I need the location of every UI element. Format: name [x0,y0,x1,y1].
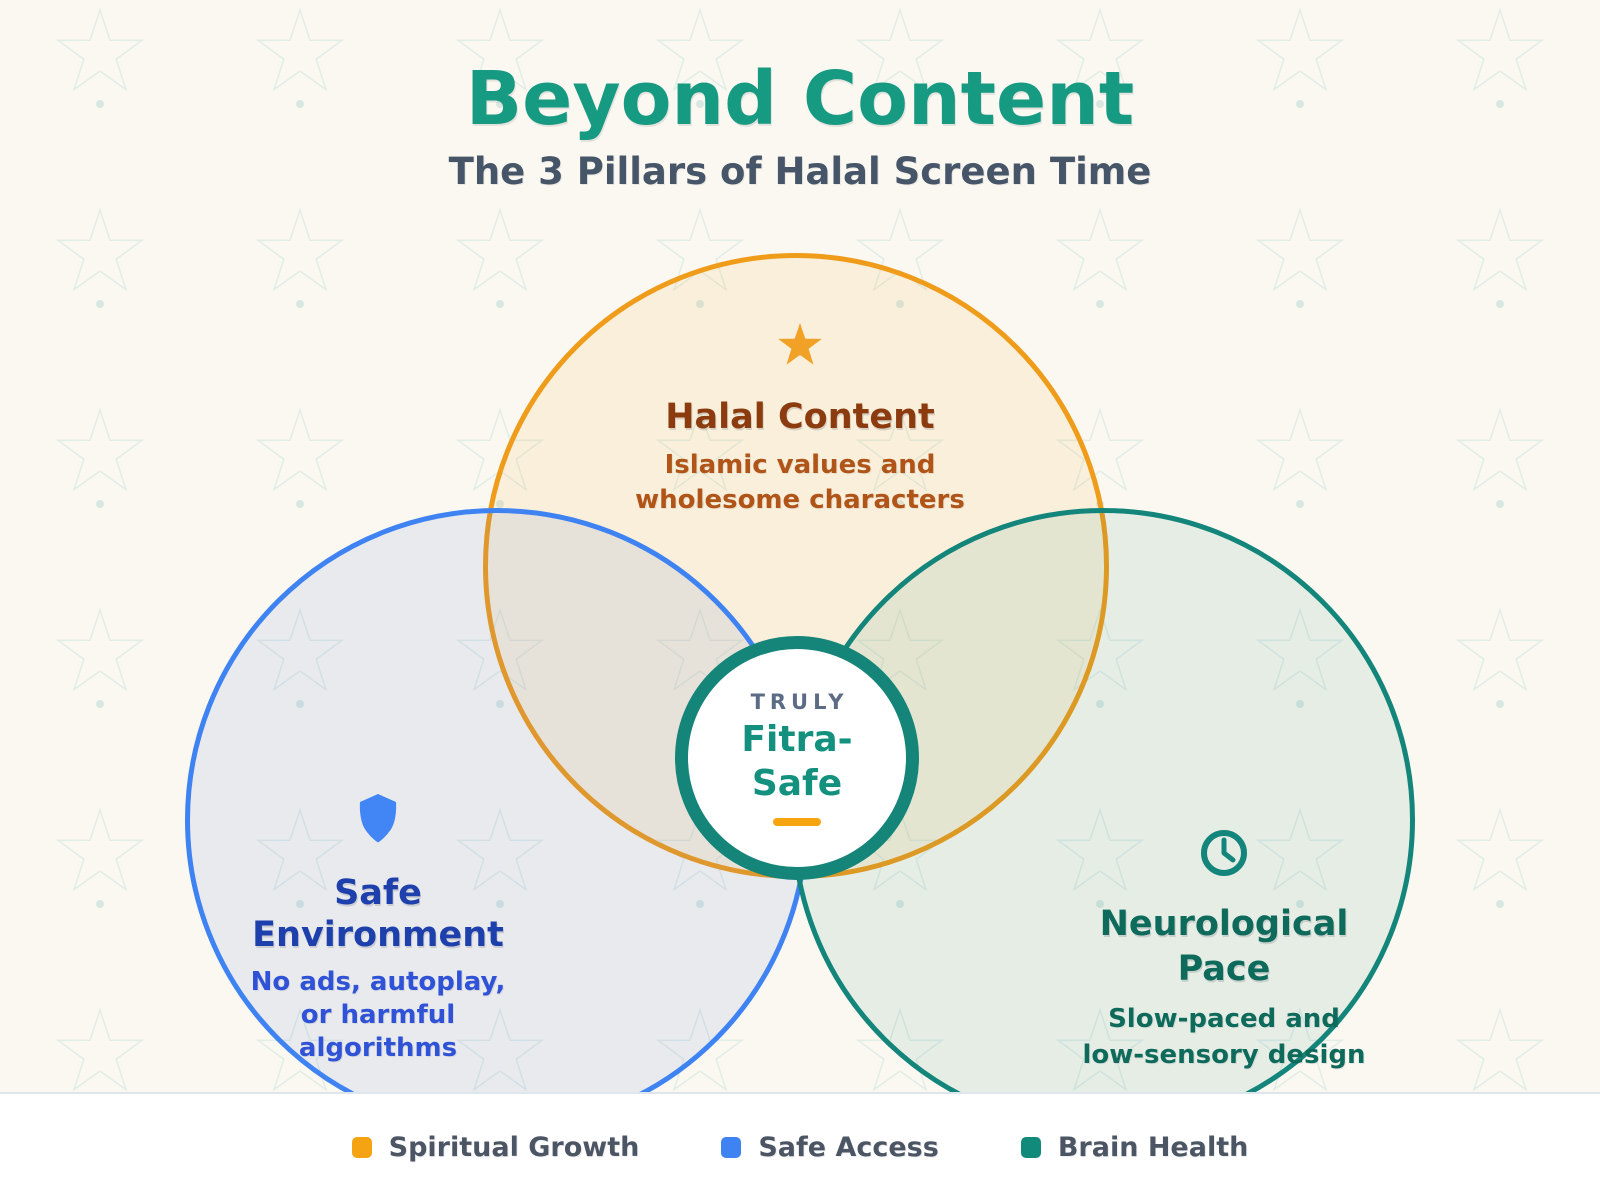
halal-content-description: Islamic values and wholesome characters [635,450,965,515]
badge-underline [773,818,821,826]
badge-title: Fitra- Safe [741,719,853,804]
safe-environment-description: No ads, autoplay, or harmful algorithms [250,967,506,1063]
brain-health-swatch [1020,1136,1041,1158]
halal-content-block: Halal Content Islamic values and wholeso… [570,322,1030,518]
legend-label: Brain Health [1057,1131,1249,1163]
page-subtitle: The 3 Pillars of Halal Screen Time [448,150,1152,193]
legend-item-brain-health: Brain Health [1020,1131,1249,1163]
safe-environment-title: Safe Environment [252,873,504,955]
badge-eyebrow: TRULY [750,690,849,714]
clock-icon [1198,827,1250,883]
legend-item-safe-access: Safe Access [721,1131,939,1163]
spiritual-growth-swatch [351,1136,372,1158]
page-title: Beyond Content [465,56,1135,142]
shield-icon [355,792,401,848]
center-badge: TRULY Fitra- Safe [675,636,919,880]
star-icon [776,322,824,372]
neurological-pace-title: Neurological Pace [1099,904,1349,989]
legend-bar: Spiritual Growth Safe Access Brain Healt… [0,1092,1600,1200]
neurological-pace-description: Slow-paced and low-sensory design [1082,1004,1366,1070]
neurological-pace-block: Neurological Pace Slow-paced and low-sen… [984,827,1464,1073]
header: Beyond Content The 3 Pillars of Halal Sc… [0,62,1600,193]
legend-label: Spiritual Growth [388,1131,640,1163]
legend-item-spiritual-growth: Spiritual Growth [351,1131,640,1163]
halal-content-title: Halal Content [665,397,935,437]
safe-environment-block: Safe Environment No ads, autoplay, or ha… [148,792,608,1065]
safe-access-swatch [721,1136,742,1158]
legend-label: Safe Access [758,1131,939,1163]
